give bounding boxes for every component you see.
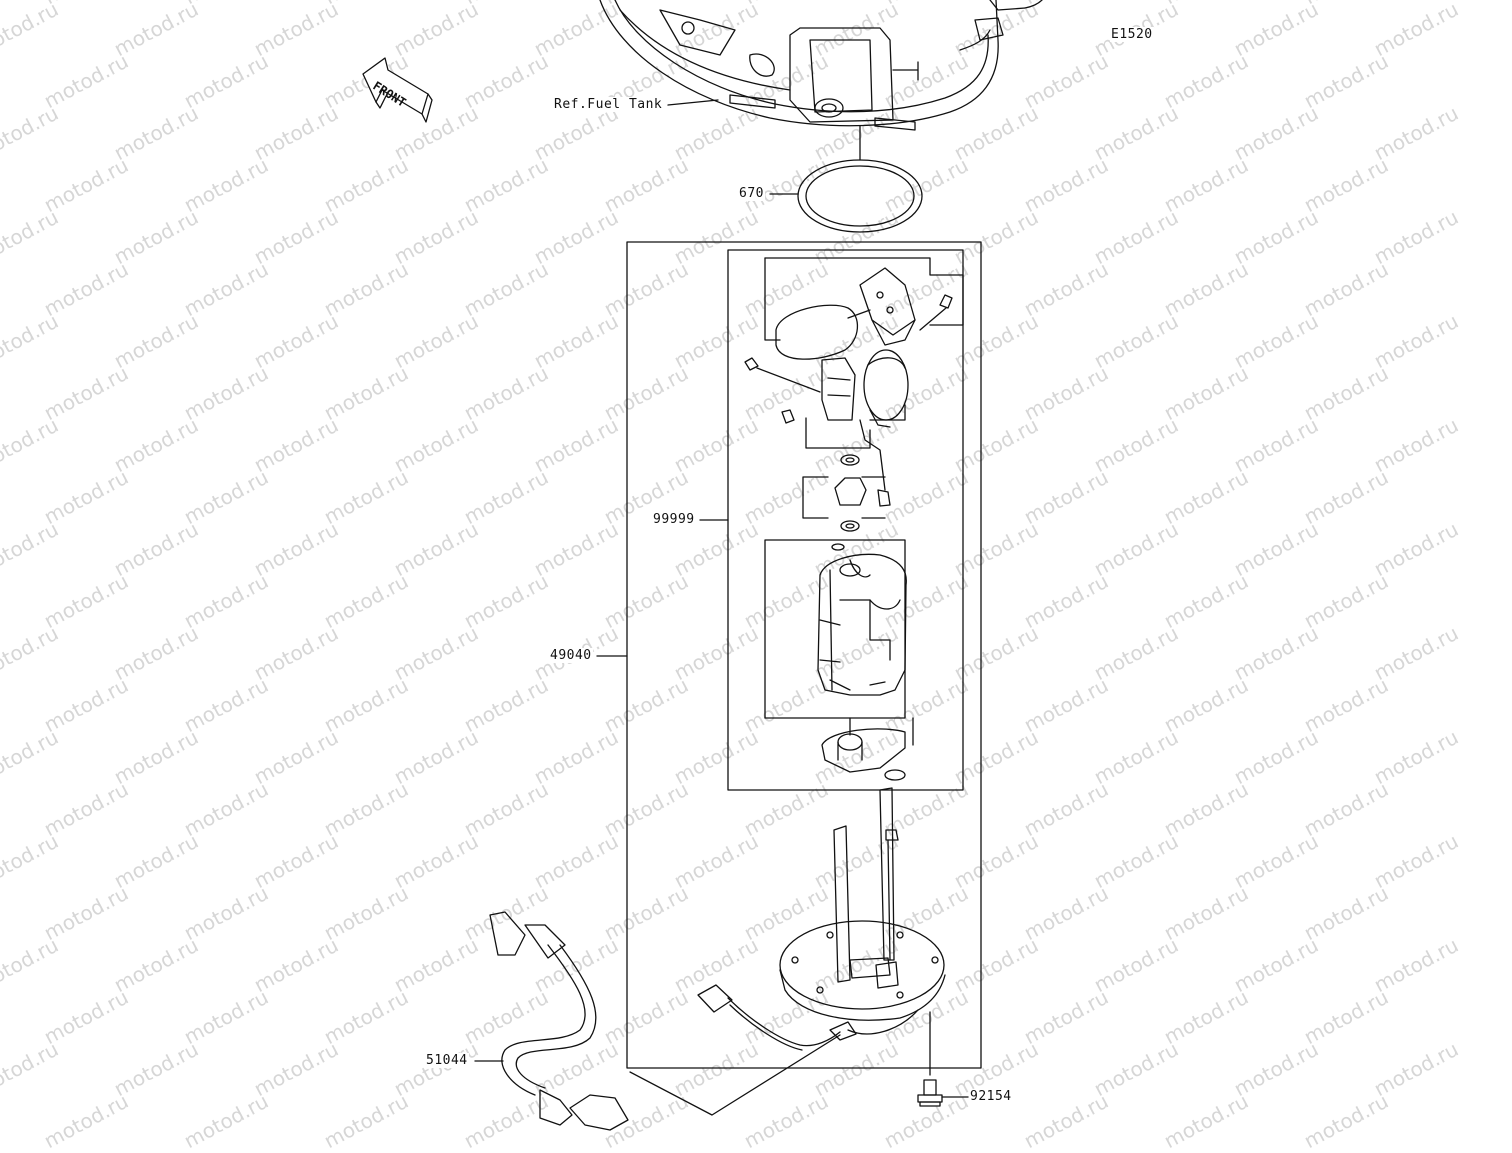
part-label-670[interactable]: 670 (738, 186, 765, 201)
fuel-pump (817, 553, 907, 696)
pump-flange (779, 920, 946, 1041)
level-sender (744, 267, 953, 393)
part-label-51044[interactable]: 51044 (425, 1053, 469, 1068)
fuel-hose-51044 (489, 911, 629, 1131)
fuel-tank (599, 0, 1043, 131)
ref-fuel-tank-label: Ref.Fuel Tank (553, 97, 664, 112)
wiring (697, 984, 841, 1051)
fuel-filter (821, 728, 906, 781)
box-99999 (727, 249, 964, 791)
front-arrow-icon (362, 57, 433, 123)
box-49040 (626, 241, 982, 1069)
ref-leader (667, 99, 719, 106)
bolt-92154 (917, 1011, 943, 1107)
part-label-99999[interactable]: 99999 (652, 512, 696, 527)
o-ring-670 (797, 159, 923, 233)
part-label-49040[interactable]: 49040 (549, 648, 593, 663)
pressure-regulator (834, 477, 867, 506)
sender-unit (781, 349, 909, 507)
diagram-code: E1520 (1110, 27, 1154, 42)
part-label-92154[interactable]: 92154 (969, 1089, 1013, 1104)
pump-bracket (833, 787, 899, 989)
